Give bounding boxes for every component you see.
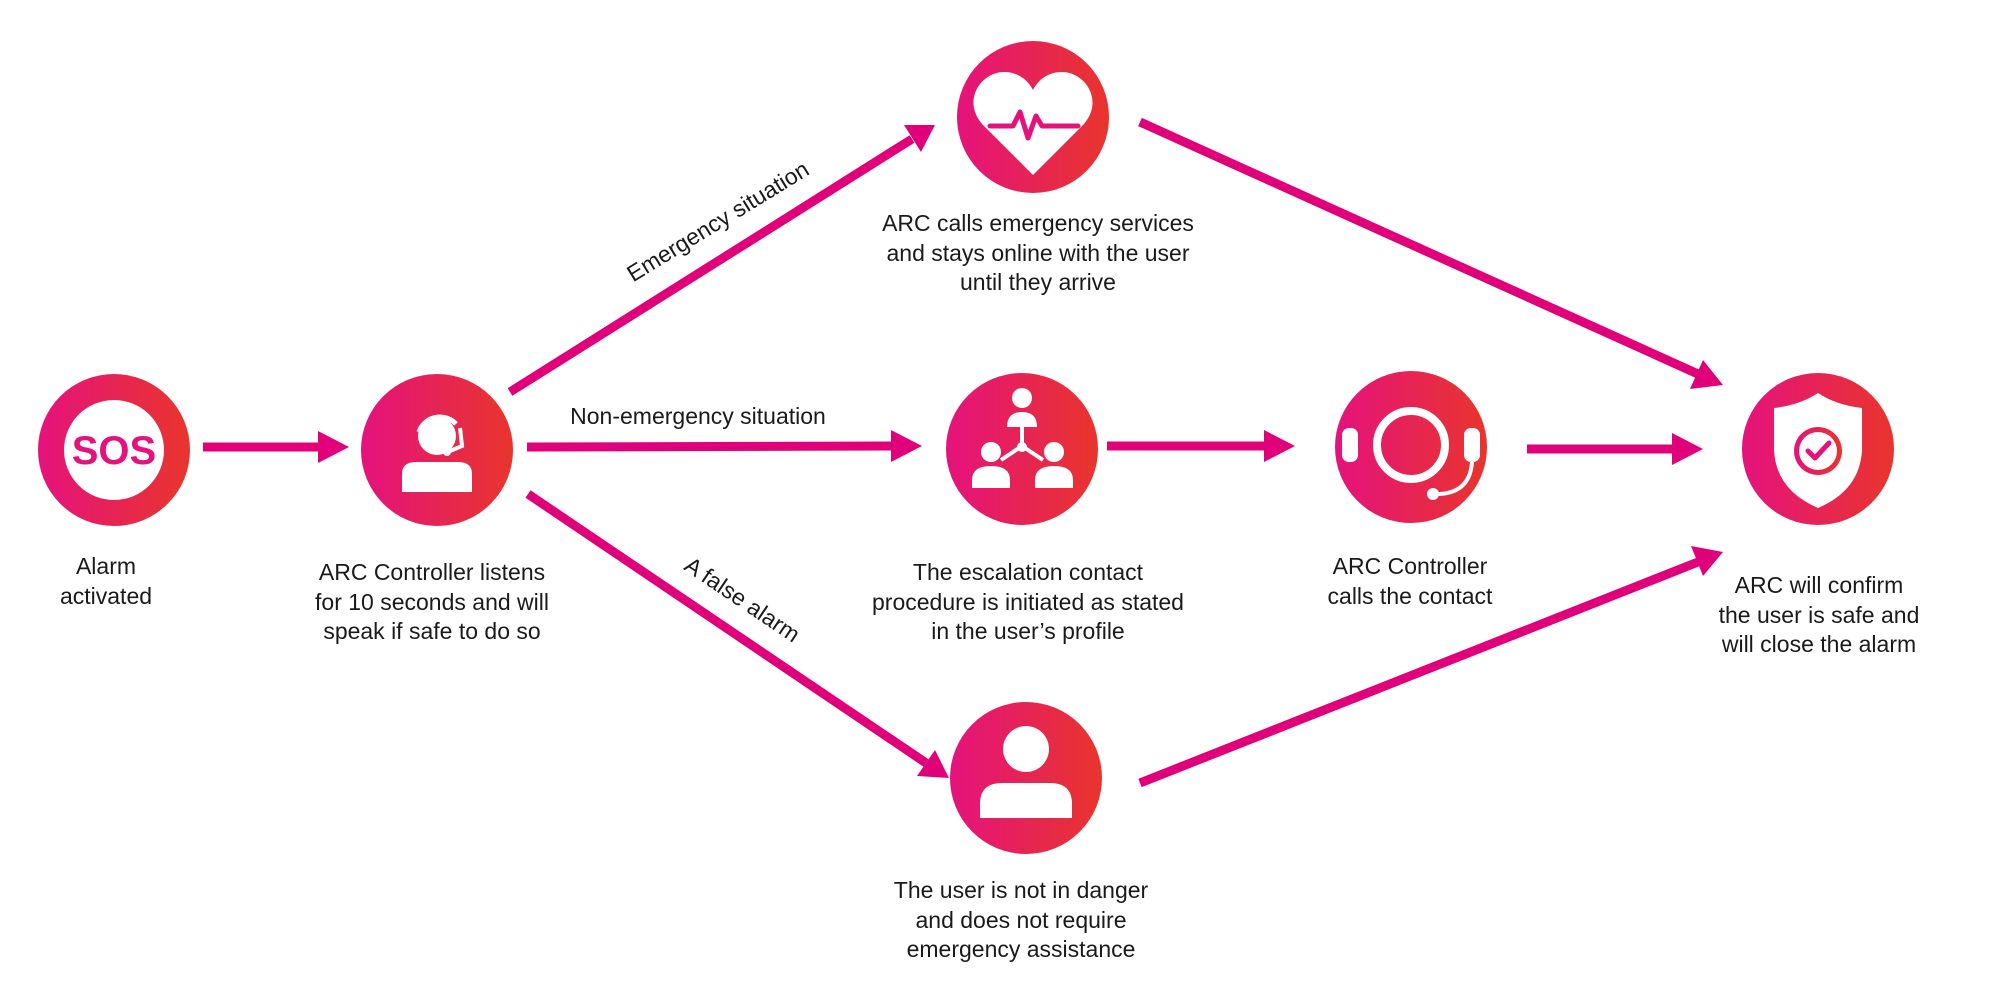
arrow-escalation-to-call-contact: [1107, 430, 1295, 462]
label-call-contact: ARC Controller calls the contact: [1327, 553, 1493, 609]
operator-headset-icon: [402, 414, 472, 492]
edge-label-false-alarm: A false alarm: [680, 551, 805, 647]
headset-icon: [1342, 407, 1480, 500]
sos-icon-text: SOS: [72, 429, 156, 473]
node-false-alarm: [950, 702, 1102, 854]
arrow-controller-to-escalation: [526, 430, 922, 462]
arrow-controller-to-emergency: [507, 125, 935, 396]
sos-icon: SOS: [64, 400, 164, 500]
hierarchy-icon: [972, 388, 1073, 488]
node-confirm: [1742, 373, 1894, 525]
label-emergency: ARC calls emergency services and stays o…: [882, 210, 1194, 295]
node-alarm: SOS: [38, 374, 190, 526]
label-false-alarm: The user is not in danger and does not r…: [893, 877, 1149, 962]
user-icon: [980, 726, 1072, 818]
shield-check-icon: [1774, 393, 1862, 508]
arrows: [203, 117, 1723, 788]
node-call-contact: [1335, 371, 1487, 523]
edge-label-non-emergency: Non-emergency situation: [570, 403, 826, 429]
label-alarm: Alarm activated: [59, 553, 153, 609]
label-escalation: The escalation contact procedure is init…: [872, 559, 1184, 644]
arrow-alarm-to-controller: [203, 431, 349, 463]
arrow-emergency-to-confirm: [1138, 117, 1723, 389]
node-escalation: [946, 373, 1098, 525]
arrow-false-alarm-to-confirm: [1138, 546, 1723, 788]
arrow-controller-to-false-alarm: [525, 490, 949, 778]
label-confirm: ARC will confirm the user is safe and wi…: [1718, 572, 1920, 657]
node-emergency: [957, 41, 1109, 193]
node-controller: [361, 374, 513, 526]
label-controller: ARC Controller listens for 10 seconds an…: [315, 559, 549, 644]
arrow-call-contact-to-confirm: [1527, 433, 1703, 465]
heart-pulse-icon: [973, 72, 1093, 175]
